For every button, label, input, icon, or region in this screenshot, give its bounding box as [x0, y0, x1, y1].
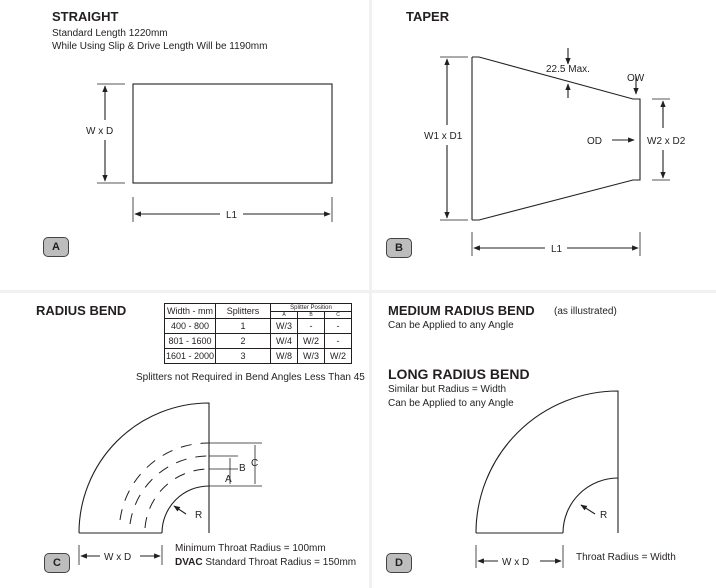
straight-dim-height: W x D [86, 126, 113, 137]
table-header-position: Splitter Position [270, 303, 352, 312]
table-cell: - [324, 318, 352, 334]
table-cell: W/3 [297, 348, 325, 364]
radius-bend-inner [161, 485, 210, 534]
panel-taper [372, 0, 716, 290]
splitter-note: Splitters not Required in Bend Angles Le… [136, 372, 365, 383]
taper-l1-label: L1 [551, 244, 563, 255]
bend-label-b: B [239, 463, 246, 474]
straight-line-2: While Using Slip & Drive Length Will be … [52, 41, 268, 52]
bend-label-c: C [251, 458, 258, 469]
table-row: 801 - 1600 2 W/4 W/2 - [164, 333, 352, 349]
long-bend-line-2: Can be Applied to any Angle [388, 398, 514, 409]
radius-bend-outer [78, 402, 210, 534]
table-cell: 801 - 1600 [164, 333, 216, 349]
splitter-table: Width - mm Splitters Splitter Position A… [164, 303, 352, 364]
bend-label-r: R [195, 510, 202, 521]
dvac-label: DVAC [175, 557, 203, 568]
taper-w1-label: W1 x D1 [424, 131, 463, 142]
table-row: 400 - 800 1 W/3 - - [164, 318, 352, 334]
bend-dim-width: W x D [104, 552, 131, 563]
table-sub-b: B [297, 311, 325, 319]
table-cell: W/4 [270, 333, 298, 349]
taper-w2-label: W2 x D2 [647, 136, 686, 147]
table-cell: 2 [215, 333, 271, 349]
taper-ow-label: OW [627, 73, 645, 84]
bend-label-a: A [225, 474, 232, 485]
straight-duct [132, 83, 333, 184]
taper-duct [471, 56, 641, 221]
min-throat-note: Minimum Throat Radius = 100mm [175, 543, 326, 554]
medium-bend-note: (as illustrated) [554, 306, 617, 317]
table-sub-c: C [324, 311, 352, 319]
medium-dim-width: W x D [502, 557, 529, 568]
table-cell: 400 - 800 [164, 318, 216, 334]
straight-dim-length: L1 [226, 210, 238, 221]
table-cell: - [324, 333, 352, 349]
straight-title: STRAIGHT [52, 9, 119, 24]
radius-bend-title: RADIUS BEND [36, 303, 127, 318]
table-header-splitters: Splitters [215, 303, 271, 319]
long-bend-line-1: Similar but Radius = Width [388, 384, 507, 395]
long-bend-title: LONG RADIUS BEND [388, 366, 530, 382]
table-cell: 1 [215, 318, 271, 334]
taper-od-label: OD [587, 136, 602, 147]
straight-line-1: Standard Length 1220mm [52, 28, 168, 39]
badge-d: D [386, 553, 412, 573]
medium-label-r: R [600, 510, 607, 521]
table-cell: 3 [215, 348, 271, 364]
table-header-width: Width - mm [164, 303, 216, 319]
table-cell: - [297, 318, 325, 334]
dvac-text: Standard Throat Radius = 150mm [202, 557, 357, 568]
badge-a: A [43, 237, 69, 257]
table-sub-a: A [270, 311, 298, 319]
table-cell: W/3 [270, 318, 298, 334]
throat-radius-note: Throat Radius = Width [576, 552, 676, 563]
table-cell: W/8 [270, 348, 298, 364]
medium-bend-inner [562, 477, 619, 534]
medium-bend-title: MEDIUM RADIUS BEND [388, 303, 535, 318]
table-cell: W/2 [324, 348, 352, 364]
table-cell: W/2 [297, 333, 325, 349]
taper-angle-label: 22.5 Max. [546, 64, 590, 75]
taper-title: TAPER [406, 9, 450, 24]
medium-bend-outer [475, 390, 619, 534]
panel-medium-long-bend [372, 293, 716, 588]
table-row: 1601 - 2000 3 W/8 W/3 W/2 [164, 348, 352, 364]
badge-c: C [44, 553, 70, 573]
dvac-throat-note: DVAC Standard Throat Radius = 150mm [175, 557, 356, 568]
badge-b: B [386, 238, 412, 258]
table-cell: 1601 - 2000 [164, 348, 216, 364]
medium-bend-line: Can be Applied to any Angle [388, 320, 514, 331]
